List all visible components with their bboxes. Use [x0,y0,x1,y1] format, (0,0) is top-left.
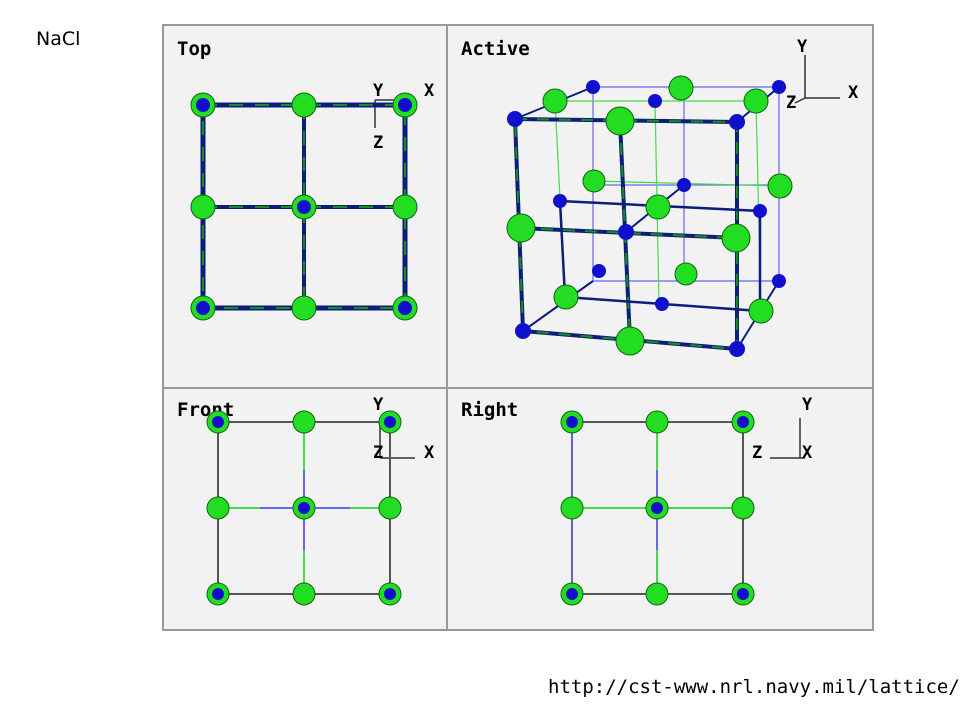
cl-atom [291,92,317,118]
right-panel-label: Right [461,399,518,421]
na-atom [212,588,224,600]
na-atom [398,98,412,112]
cl-atom [378,496,402,520]
active-lattice [506,75,793,357]
na-atom [753,204,767,218]
front-axis-x: X [424,443,435,463]
cl-atom [291,295,317,321]
na-atom [515,323,531,339]
active-panel: Active Y Z X [461,37,859,357]
top-axis-z: Z [373,133,383,153]
active-panel-label: Active [461,38,530,60]
na-atom [592,264,606,278]
cl-atom [542,88,568,114]
na-atom [384,416,396,428]
cl-atom [668,75,694,101]
top-panel-label: Top [177,38,211,60]
cl-atom [560,496,584,520]
source-url: http://cst-www.nrl.navy.mil/lattice/ [548,676,960,698]
cl-atom [645,410,669,434]
cl-atom [582,169,606,193]
active-axis-y: Y [797,37,808,57]
right-axis-indicator: Y Z X [752,395,813,463]
active-axis-z: Z [786,93,796,113]
cl-atom [190,194,216,220]
top-panel: Top Y X Z [177,38,435,321]
na-atom [729,341,745,357]
top-lattice [190,92,418,321]
na-atom [212,416,224,428]
cl-atom [721,223,751,253]
na-atom [196,98,210,112]
cl-atom [292,410,316,434]
cl-atom [645,194,671,220]
cl-atom [674,262,698,286]
na-atom [196,301,210,315]
na-atom [398,301,412,315]
top-axis-y: Y [373,81,384,101]
cl-atom [743,88,769,114]
active-axis-indicator: Y Z X [786,37,859,113]
front-lattice [206,410,402,606]
slide-title: NaCl [36,28,81,50]
cl-atom [748,298,774,324]
na-atom [737,588,749,600]
na-atom [507,111,523,127]
cl-atom [645,582,669,606]
active-axis-x: X [848,83,859,103]
cl-atom [506,213,536,243]
na-atom [553,194,567,208]
cl-atom [731,496,755,520]
right-axis-y: Y [802,395,813,415]
na-atom [384,588,396,600]
right-axis-z: Z [752,443,762,463]
right-lattice [560,410,755,606]
right-panel: Right Y Z X [461,395,813,606]
na-atom [566,588,578,600]
cl-atom [553,284,579,310]
na-atom [566,416,578,428]
na-atom [648,94,662,108]
na-atom [297,200,311,214]
na-atom [586,80,600,94]
na-atom [772,80,786,94]
cl-atom [615,326,645,356]
front-axis-z: Z [373,443,383,463]
na-atom [677,178,691,192]
na-atom [737,416,749,428]
right-axis-x: X [802,443,813,463]
cl-atom [292,582,316,606]
na-atom [618,224,634,240]
na-atom [655,297,669,311]
na-atom [729,114,745,130]
na-atom [298,502,310,514]
cl-atom [392,194,418,220]
cl-atom [767,173,793,199]
front-axis-y: Y [373,395,384,415]
na-atom [772,274,786,288]
front-panel: Front Y Z X [177,395,435,606]
top-axis-x: X [424,81,435,101]
cl-atom [206,496,230,520]
cl-atom [605,106,635,136]
na-atom [651,502,663,514]
